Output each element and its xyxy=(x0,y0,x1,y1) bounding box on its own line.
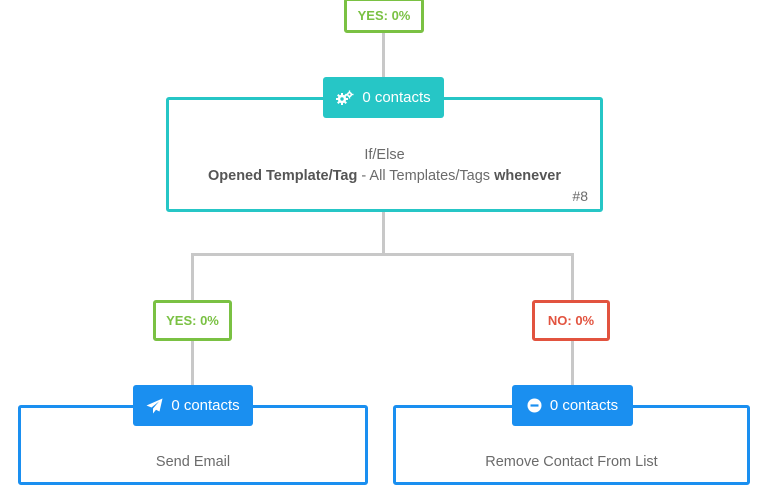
paper-plane-icon xyxy=(146,398,163,414)
step-number: #8 xyxy=(572,188,588,204)
top-yes-label: YES: 0% xyxy=(357,8,411,23)
send-email-contacts-label: 0 contacts xyxy=(171,397,240,414)
connector-top xyxy=(382,33,385,78)
condition-field: Opened Template/Tag xyxy=(208,168,358,184)
connector-no-branch xyxy=(571,253,574,300)
ifelse-title: If/Else xyxy=(364,147,405,163)
connector-split-horizontal xyxy=(191,253,574,256)
connector-yes-branch xyxy=(191,253,194,300)
remove-contact-title: Remove Contact From List xyxy=(485,454,658,470)
ifelse-contacts-button[interactable]: 0 contacts xyxy=(323,77,444,118)
condition-suffix: whenever xyxy=(494,168,561,184)
connector-ifelse-down xyxy=(382,210,385,254)
ifelse-contacts-label: 0 contacts xyxy=(362,89,431,106)
send-email-title: Send Email xyxy=(155,454,231,470)
yes-branch-badge[interactable]: YES: 0% xyxy=(153,300,232,341)
top-yes-badge[interactable]: YES: 0% xyxy=(344,0,424,33)
no-branch-badge[interactable]: NO: 0% xyxy=(532,300,610,341)
connector-no-to-remove xyxy=(571,340,574,386)
ifelse-condition: Opened Template/Tag - All Templates/Tags… xyxy=(169,168,600,184)
remove-contact-contacts-label: 0 contacts xyxy=(549,397,619,414)
condition-value: All Templates/Tags xyxy=(369,168,491,184)
condition-separator: - xyxy=(357,168,370,184)
send-email-contacts-button[interactable]: 0 contacts xyxy=(133,385,253,426)
no-branch-label: NO: 0% xyxy=(547,313,595,328)
gears-icon xyxy=(336,90,354,106)
minus-circle-icon xyxy=(527,398,542,413)
connector-yes-to-send xyxy=(191,340,194,386)
yes-branch-label: YES: 0% xyxy=(166,313,219,328)
remove-contact-contacts-button[interactable]: 0 contacts xyxy=(512,385,633,426)
